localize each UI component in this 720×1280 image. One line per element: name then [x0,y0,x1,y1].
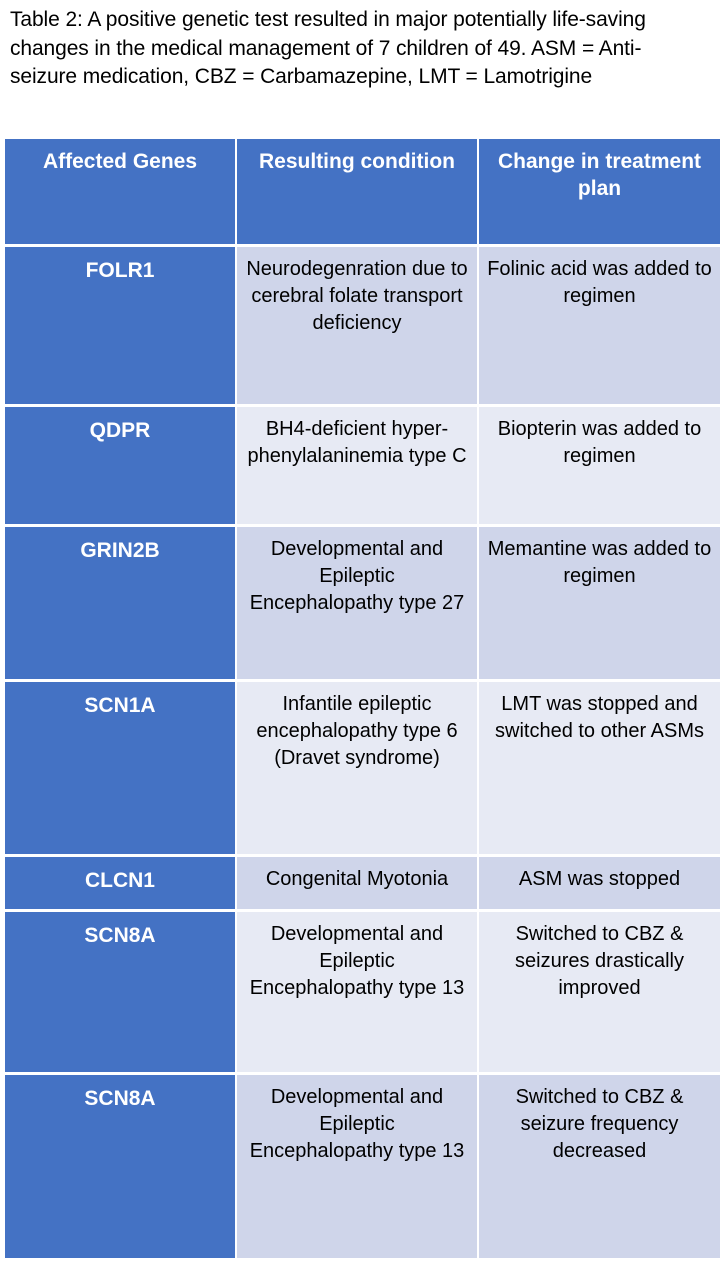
column-header-resulting-condition: Resulting condition [237,139,479,247]
cell-change: Switched to CBZ & seizure frequency decr… [479,1075,720,1258]
table-container: Affected Genes Resulting condition Chang… [5,139,720,1258]
table-row: SCN1A Infantile epileptic encephalopathy… [5,682,720,857]
cell-condition: Congenital Myotonia [237,857,479,912]
cell-gene: GRIN2B [5,527,237,682]
table-row: QDPR BH4-deficient hyper-phenylalaninemi… [5,407,720,527]
cell-gene: FOLR1 [5,247,237,407]
cell-change: Switched to CBZ & seizures drastically i… [479,912,720,1075]
table-row: GRIN2B Developmental and Epileptic Encep… [5,527,720,682]
cell-change: Biopterin was added to regimen [479,407,720,527]
column-header-change-in-treatment-plan: Change in treatment plan [479,139,720,247]
cell-gene: SCN1A [5,682,237,857]
cell-condition: Developmental and Epileptic Encephalopat… [237,912,479,1075]
cell-change: Memantine was added to regimen [479,527,720,682]
cell-change: Folinic acid was added to regimen [479,247,720,407]
column-header-affected-genes: Affected Genes [5,139,237,247]
table-row: CLCN1 Congenital Myotonia ASM was stoppe… [5,857,720,912]
cell-condition: BH4-deficient hyper-phenylalaninemia typ… [237,407,479,527]
table-row: FOLR1 Neurodegenration due to cerebral f… [5,247,720,407]
cell-gene: SCN8A [5,1075,237,1258]
table-body: FOLR1 Neurodegenration due to cerebral f… [5,247,720,1258]
cell-condition: Developmental and Epileptic Encephalopat… [237,527,479,682]
cell-condition: Neurodegenration due to cerebral folate … [237,247,479,407]
table-caption: Table 2: A positive genetic test resulte… [10,8,646,89]
cell-change: ASM was stopped [479,857,720,912]
table-row: SCN8A Developmental and Epileptic Enceph… [5,1075,720,1258]
header-row: Affected Genes Resulting condition Chang… [5,139,720,247]
cell-change: LMT was stopped and switched to other AS… [479,682,720,857]
cell-gene: QDPR [5,407,237,527]
cell-gene: SCN8A [5,912,237,1075]
cell-condition: Developmental and Epileptic Encephalopat… [237,1075,479,1258]
cell-gene: CLCN1 [5,857,237,912]
table-header: Affected Genes Resulting condition Chang… [5,139,720,247]
table-row: SCN8A Developmental and Epileptic Enceph… [5,912,720,1075]
genetic-findings-table: Affected Genes Resulting condition Chang… [5,139,720,1258]
cell-condition: Infantile epileptic encephalopathy type … [237,682,479,857]
